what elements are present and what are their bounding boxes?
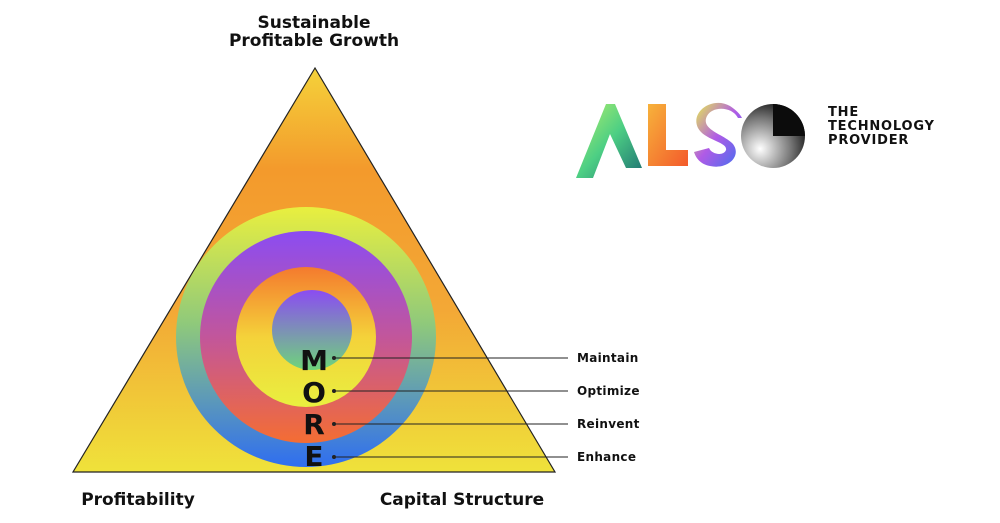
right-label: Capital Structure [380,490,544,510]
logo-letter-l-shape [648,104,688,166]
logo-letter-s-shape [694,102,742,167]
more-letter-o: O [302,376,326,409]
ring-maintain [272,290,352,370]
more-letter-r: R [303,408,325,441]
callout-maintain: Maintain [577,351,639,365]
logo-letter-a-shape [576,104,642,178]
also-logo: THE TECHNOLOGY PROVIDER [576,102,935,178]
logo-tagline-1: THE [828,105,859,120]
more-letter-e: E [304,440,323,473]
logo-o-quadrant [773,104,805,136]
callout-enhance: Enhance [577,450,636,464]
callout-optimize: Optimize [577,384,640,398]
more-letter-m: M [300,344,328,377]
left-label: Profitability [81,490,195,510]
callout-reinvent: Reinvent [577,417,640,431]
top-label-line-2: Profitable Growth [229,31,399,51]
logo-tagline-3: PROVIDER [828,133,909,148]
callout-lines [332,356,568,459]
top-label-line-1: Sustainable [258,13,371,33]
logo-tagline-2: TECHNOLOGY [828,119,935,134]
